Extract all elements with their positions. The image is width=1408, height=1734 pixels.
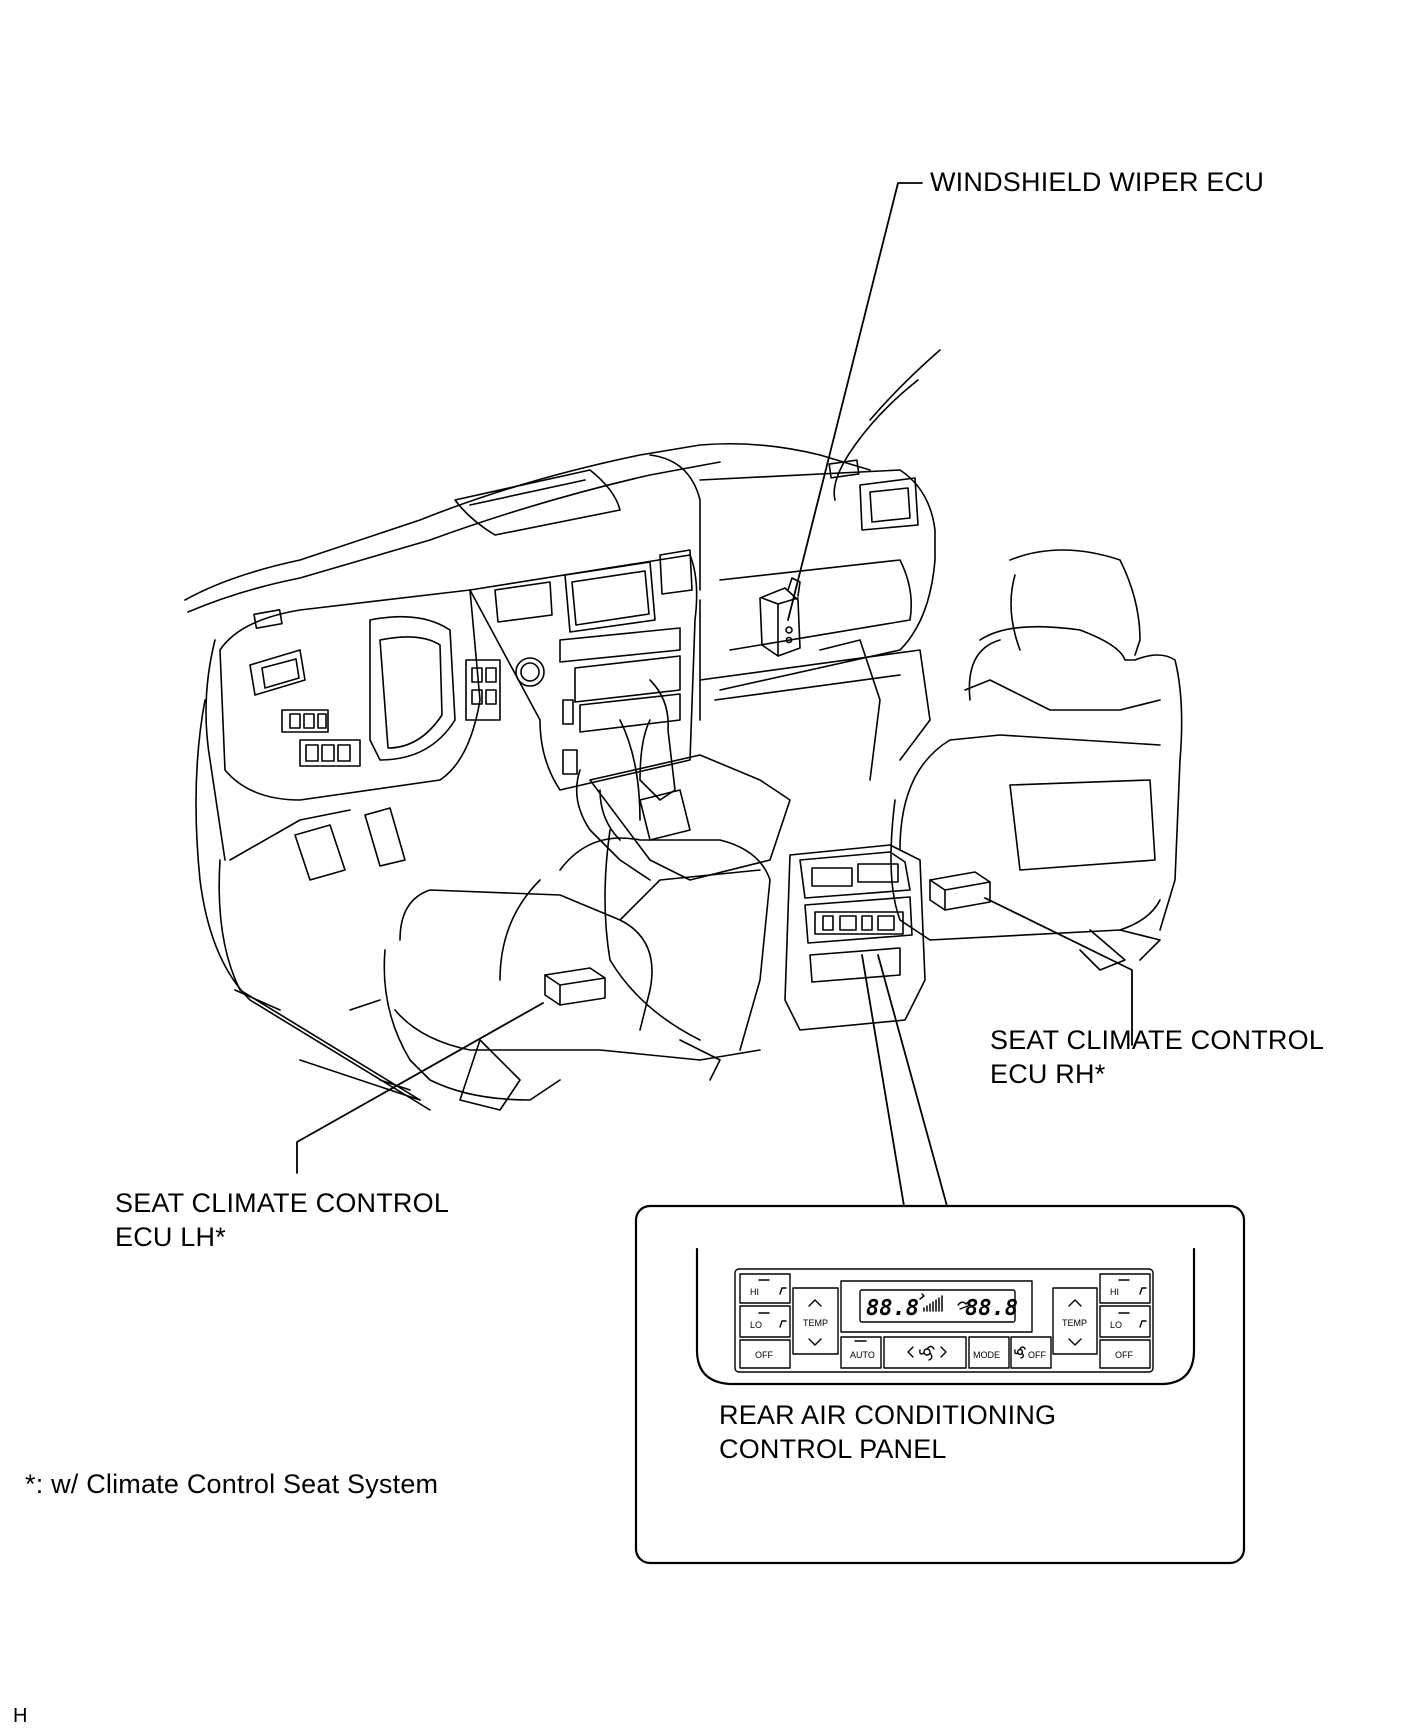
- seat-rh-leader: [984, 897, 1133, 1046]
- wiper-ecu-label: WINDSHIELD WIPER ECU: [930, 167, 1265, 197]
- right-temp-label: TEMP: [1062, 1318, 1087, 1328]
- left-temp-label: TEMP: [803, 1318, 828, 1328]
- up-chevron-icon: [1068, 1299, 1082, 1307]
- left-temp-display: 88.8: [866, 1296, 919, 1321]
- seat-rh-label-line1: SEAT CLIMATE CONTROL: [990, 1025, 1325, 1055]
- right-off-label: OFF: [1115, 1350, 1133, 1360]
- right-temp-display: 88.8: [965, 1296, 1018, 1321]
- panel-texts: HI LO OFF TEMP AUTO MODE OFF TEMP HI LO …: [750, 1287, 1133, 1360]
- vehicle-interior-drawing: [184, 349, 1183, 1111]
- down-chevron-icon: [1068, 1338, 1082, 1346]
- up-chevron-icon: [808, 1299, 822, 1307]
- left-off-label: OFF: [755, 1350, 773, 1360]
- rear-panel-callout-box: [634, 1204, 1246, 1565]
- rear-panel-bezel: [695, 1247, 1196, 1386]
- fan-off-label: OFF: [1028, 1350, 1046, 1360]
- right-arrow-icon: [940, 1346, 947, 1358]
- seat-rh-label-line2: ECU RH*: [990, 1059, 1106, 1089]
- rear-panel-leader-b: [877, 954, 948, 1207]
- auto-label: AUTO: [850, 1350, 875, 1360]
- left-lo-label: LO: [750, 1320, 762, 1330]
- fan-level-bars: [919, 1293, 943, 1312]
- mode-label: MODE: [973, 1350, 1000, 1360]
- seat-heater-icon: [758, 1279, 1147, 1328]
- right-lo-label: LO: [1110, 1320, 1122, 1330]
- fan-icon: [1014, 1346, 1026, 1359]
- seat-lh-label-line1: SEAT CLIMATE CONTROL: [115, 1188, 450, 1218]
- seat-rh-label: SEAT CLIMATE CONTROL ECU RH*: [990, 1023, 1324, 1091]
- rear-panel-label: REAR AIR CONDITIONING CONTROL PANEL: [719, 1398, 1056, 1466]
- footnote: *: w/ Climate Control Seat System: [25, 1469, 439, 1499]
- figure-code: H: [13, 1705, 28, 1727]
- rear-panel-label-line1: REAR AIR CONDITIONING: [719, 1400, 1057, 1430]
- seat-lh-label-line2: ECU LH*: [115, 1222, 226, 1252]
- seat-lh-leader: [296, 1002, 544, 1174]
- left-hi-label: HI: [750, 1287, 759, 1297]
- fan-icon: [919, 1345, 935, 1361]
- wiper-ecu-leader: [787, 182, 923, 621]
- rear-ac-control-panel: [734, 1268, 1154, 1373]
- right-hi-label: HI: [1110, 1287, 1119, 1297]
- left-arrow-icon: [907, 1346, 914, 1358]
- seat-lh-label: SEAT CLIMATE CONTROL ECU LH*: [115, 1186, 449, 1254]
- down-chevron-icon: [808, 1338, 822, 1346]
- rear-panel-leader-a: [861, 954, 905, 1207]
- rear-panel-label-line2: CONTROL PANEL: [719, 1434, 947, 1464]
